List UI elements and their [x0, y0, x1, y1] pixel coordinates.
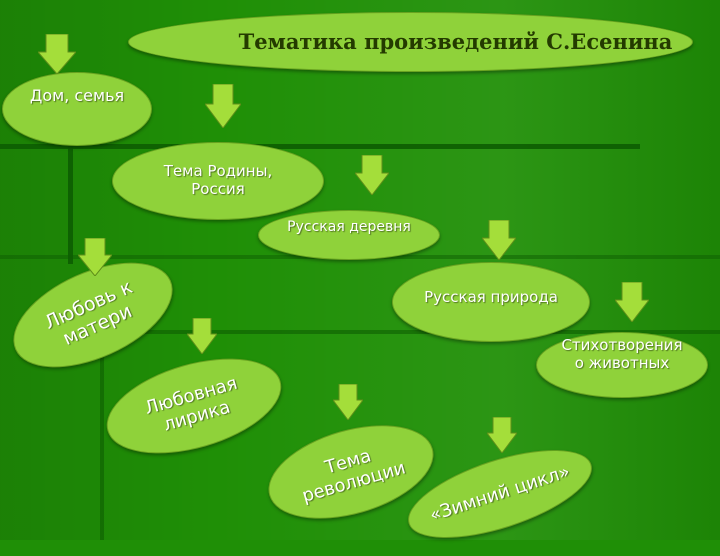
divider-band: [100, 332, 104, 540]
divider-band: [70, 330, 720, 334]
down-arrow-icon: [487, 417, 517, 453]
down-arrow-icon: [205, 84, 241, 128]
divider-band: [0, 144, 640, 149]
topic-mother-love-label: Любовь к матери: [41, 275, 136, 350]
topic-revolution-label: Тема революции: [299, 445, 408, 507]
down-arrow-icon: [333, 384, 363, 420]
topic-village[interactable]: Русская деревня: [258, 210, 440, 260]
page-title: Тематика произведений С.Есенина: [238, 28, 673, 54]
down-arrow-icon: [482, 220, 516, 260]
topic-home-label: Дом, семья: [29, 86, 125, 105]
topic-animals-label: Стихотворения о животных: [561, 336, 683, 372]
topic-nature-label: Русская природа: [424, 288, 558, 306]
down-arrow-icon: [615, 282, 649, 322]
down-arrow-icon: [78, 238, 112, 276]
down-arrow-icon: [38, 34, 76, 74]
topic-love-lyrics-label: Любовная лирика: [142, 372, 240, 436]
divider-band: [68, 144, 73, 264]
topic-nature[interactable]: Русская природа: [392, 262, 590, 342]
topic-village-label: Русская деревня: [287, 219, 411, 235]
topic-motherland[interactable]: Тема Родины, Россия: [112, 142, 324, 220]
topic-motherland-label: Тема Родины, Россия: [163, 162, 273, 198]
topic-home[interactable]: Дом, семья: [2, 72, 152, 146]
title-bubble: Тематика произведений С.Есенина: [128, 12, 693, 72]
down-arrow-icon: [187, 318, 217, 354]
topic-animals[interactable]: Стихотворения о животных: [536, 332, 708, 398]
down-arrow-icon: [355, 155, 389, 195]
